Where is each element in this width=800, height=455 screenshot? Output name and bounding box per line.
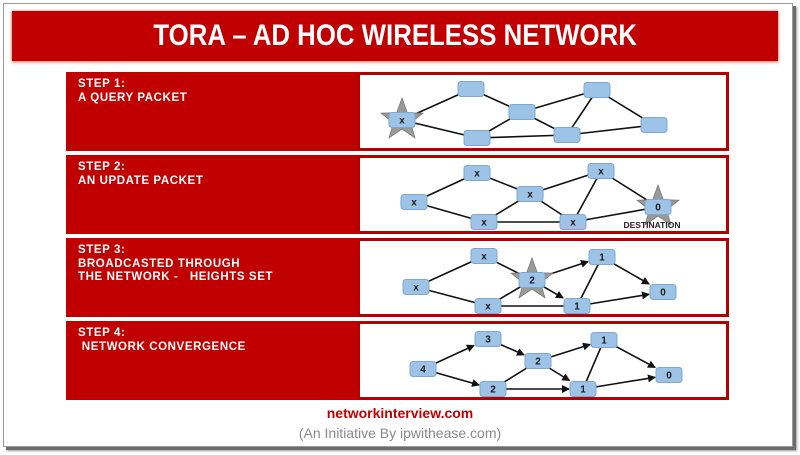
step-1-label-box: STEP 1: A QUERY PACKET — [66, 72, 357, 151]
node-label: x — [598, 167, 604, 178]
network-node: x — [587, 163, 615, 179]
network-node: 3 — [474, 331, 502, 347]
step-3-row: STEP 3: BROADCASTED THROUGH THE NETWORK … — [66, 238, 729, 317]
node-label: 2 — [490, 385, 496, 396]
node-label: 2 — [535, 357, 541, 368]
step-3-label: STEP 3: BROADCASTED THROUGH THE NETWORK … — [78, 244, 274, 283]
node-label: x — [399, 116, 405, 127]
network-node — [553, 127, 581, 143]
node-label: x — [411, 198, 417, 209]
step-4-row: STEP 4: NETWORK CONVERGENCE 4 3 2 2 1 1 0 — [66, 321, 729, 400]
network-node: 2 — [524, 353, 552, 369]
network-node: x — [400, 194, 428, 210]
network-node — [640, 117, 668, 133]
network-node: 0 — [649, 284, 677, 300]
network-link — [476, 134, 568, 139]
node-label: x — [481, 252, 487, 263]
node-label: 1 — [574, 302, 580, 313]
network-node: 1 — [569, 381, 597, 397]
network-node: 1 — [588, 249, 616, 265]
step-4-diagram: 4 3 2 2 1 1 0 — [357, 321, 729, 400]
step-4-label: STEP 4: NETWORK CONVERGENCE — [78, 327, 246, 353]
network-node — [508, 104, 536, 120]
network-node — [583, 82, 611, 98]
network-node: x — [516, 186, 544, 202]
highlighted-node: x — [379, 96, 425, 139]
node-label: x — [485, 302, 491, 313]
node-label: 0 — [660, 288, 666, 299]
network-link — [582, 339, 605, 390]
step-2-label-box: STEP 2: AN UPDATE PACKET — [66, 155, 357, 234]
highlighted-node: 2 — [509, 256, 555, 299]
node-label: x — [481, 218, 487, 229]
network-node: x — [474, 298, 502, 314]
network-node — [457, 81, 485, 97]
network-node: 4 — [409, 361, 437, 377]
step-1-label: STEP 1: A QUERY PACKET — [78, 78, 188, 104]
step-2-label: STEP 2: AN UPDATE PACKET — [78, 161, 204, 187]
node-label: 1 — [601, 336, 607, 347]
node-label: 1 — [580, 385, 586, 396]
step-4-label-box: STEP 4: NETWORK CONVERGENCE — [66, 321, 357, 400]
network-node: x — [470, 214, 498, 230]
step-3-label-box: STEP 3: BROADCASTED THROUGH THE NETWORK … — [66, 238, 357, 317]
step-4-network-graph: 4 3 2 2 1 1 0 — [409, 331, 683, 397]
node-label: x — [570, 218, 576, 229]
node-label: 2 — [529, 276, 535, 287]
step-1-diagram: x — [357, 72, 729, 151]
node-label: 1 — [599, 253, 605, 264]
step-3-network-graph: x x 2 x 1 1 0 — [402, 248, 677, 314]
network-link — [572, 206, 659, 223]
node-label: 0 — [666, 371, 672, 382]
node-label: x — [474, 169, 480, 180]
node-label: 0 — [655, 203, 661, 214]
footer-site-link[interactable]: networkinterview.com — [326, 405, 474, 421]
network-link — [566, 124, 655, 136]
title-banner: TORA – AD HOC WIRELESS NETWORK — [12, 11, 778, 61]
network-node: 1 — [563, 298, 591, 314]
node-label: 3 — [485, 335, 491, 346]
network-node: 0 — [655, 367, 683, 383]
network-node — [463, 130, 491, 146]
network-node: 2 — [479, 381, 507, 397]
network-node: x — [559, 214, 587, 230]
footer-subtitle: (An Initiative By ipwithease.com) — [298, 425, 502, 441]
destination-label: DESTINATION — [624, 220, 681, 230]
network-link — [576, 256, 603, 307]
step-3-diagram: x x 2 x 1 1 0 — [357, 238, 729, 317]
node-label: x — [527, 190, 533, 201]
node-label: 4 — [420, 365, 426, 376]
node-label: x — [413, 283, 419, 294]
network-node: x — [470, 248, 498, 264]
network-node: 1 — [590, 332, 618, 348]
step-1-network-graph: x — [379, 81, 668, 146]
network-node: x — [463, 165, 491, 181]
network-node: x — [402, 279, 430, 295]
network-link — [572, 170, 602, 223]
page-title: TORA – AD HOC WIRELESS NETWORK — [153, 19, 637, 52]
step-1-row: STEP 1: A QUERY PACKET x — [66, 72, 729, 151]
